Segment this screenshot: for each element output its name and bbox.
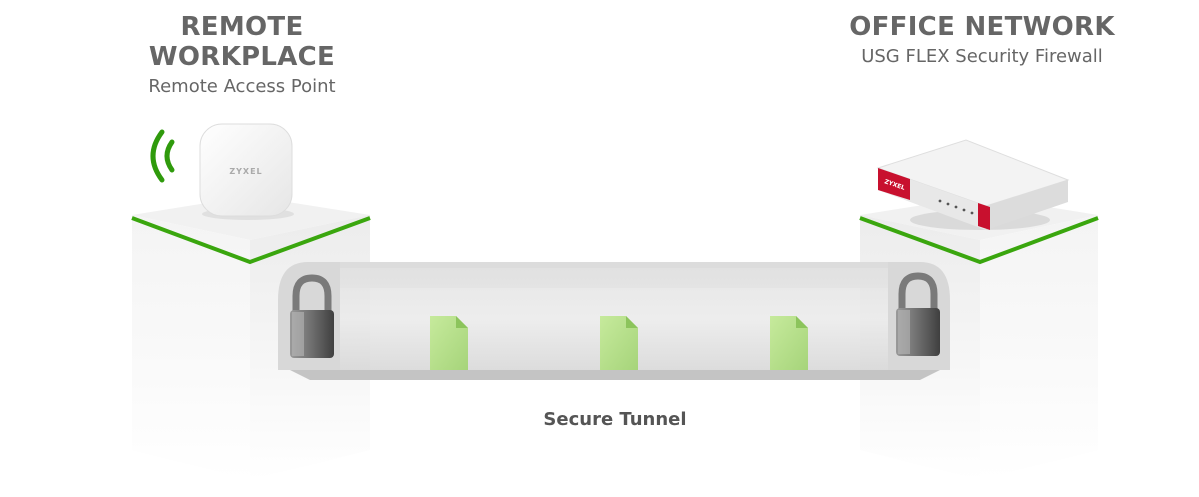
file-icon — [600, 316, 638, 370]
right-padlock-icon — [896, 272, 940, 356]
office-network-heading: OFFICE NETWORK USG FLEX Security Firewal… — [832, 12, 1132, 67]
left-padlock-icon — [290, 274, 334, 358]
remote-workplace-subtitle: Remote Access Point — [148, 76, 336, 97]
tunnel-floor — [290, 370, 940, 380]
right-pillar-green-band — [859, 216, 1099, 265]
wifi-signal-icon — [150, 129, 175, 183]
right-pillar-front-right — [980, 215, 1098, 480]
office-network-subtitle: USG FLEX Security Firewall — [861, 46, 1103, 67]
left-pillar-front-left — [132, 215, 250, 480]
firewall-brand-band — [878, 168, 910, 200]
office-network-title: OFFICE NETWORK — [849, 12, 1115, 42]
remote-workplace-title: REMOTE WORKPLACE — [148, 12, 336, 72]
left-pillar-green-band — [131, 216, 371, 265]
access-point-brand: ZYXEL — [229, 167, 262, 176]
file-icon — [770, 316, 808, 370]
file-icon — [430, 316, 468, 370]
remote-workplace-heading: REMOTE WORKPLACE Remote Access Point — [92, 12, 392, 97]
firewall-device: ZYXEL — [876, 139, 1070, 230]
secure-tunnel-label: Secure Tunnel — [543, 409, 687, 430]
access-point-device: ZYXEL — [199, 123, 294, 220]
